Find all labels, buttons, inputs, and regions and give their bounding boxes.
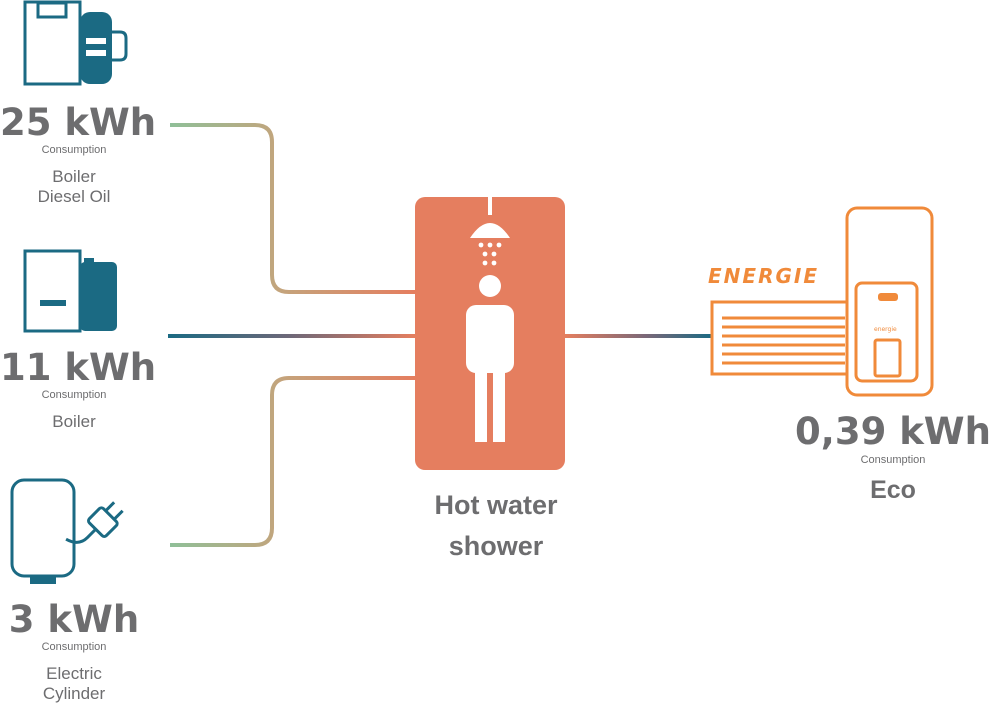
- boiler-name-line-1: Boiler: [52, 412, 96, 431]
- boiler-fuel-pump-icon: [23, 0, 128, 86]
- eco-name: Eco: [870, 476, 916, 504]
- center-label: Hot water shower: [400, 485, 592, 567]
- diesel-boiler-consumption-label: Consumption: [41, 144, 107, 156]
- electric-cylinder-plug-icon: [10, 478, 124, 584]
- connector-diesel-boiler: [170, 123, 416, 294]
- diesel-boiler-name-line-1: Boiler: [52, 167, 96, 186]
- eco-consumption-value: 0,39 kWh: [795, 410, 991, 453]
- electric-cylinder-consumption-value: 3 kWh: [8, 598, 140, 641]
- boiler-consumption-value: 11 kWh: [0, 346, 157, 389]
- eco-consumption-label: Consumption: [860, 454, 926, 466]
- electric-cylinder-consumption-label: Consumption: [41, 641, 107, 653]
- center-label-line-1: Hot water: [434, 490, 558, 520]
- boiler-icon: [23, 249, 117, 333]
- diesel-boiler-name-line-2: Diesel Oil: [37, 187, 111, 206]
- electric-cylinder-name-line-1: Electric: [46, 664, 102, 683]
- electric-cylinder-name-line-2: Cylinder: [42, 684, 106, 703]
- connector-electric-cylinder: [170, 376, 416, 547]
- diesel-boiler-name: Boiler Diesel Oil: [14, 167, 134, 207]
- center-label-line-2: shower: [448, 531, 544, 561]
- shower-person-icon: [415, 197, 565, 470]
- boiler-consumption-label: Consumption: [41, 389, 107, 401]
- electric-cylinder-name: Electric Cylinder: [14, 664, 134, 704]
- brand-logo: ENERGIE: [708, 264, 819, 288]
- boiler-name: Boiler: [14, 412, 134, 432]
- diesel-boiler-consumption-value: 25 kWh: [0, 101, 157, 144]
- heat-pump-icon: [710, 206, 934, 397]
- unit-brand-logo: energie: [874, 326, 897, 333]
